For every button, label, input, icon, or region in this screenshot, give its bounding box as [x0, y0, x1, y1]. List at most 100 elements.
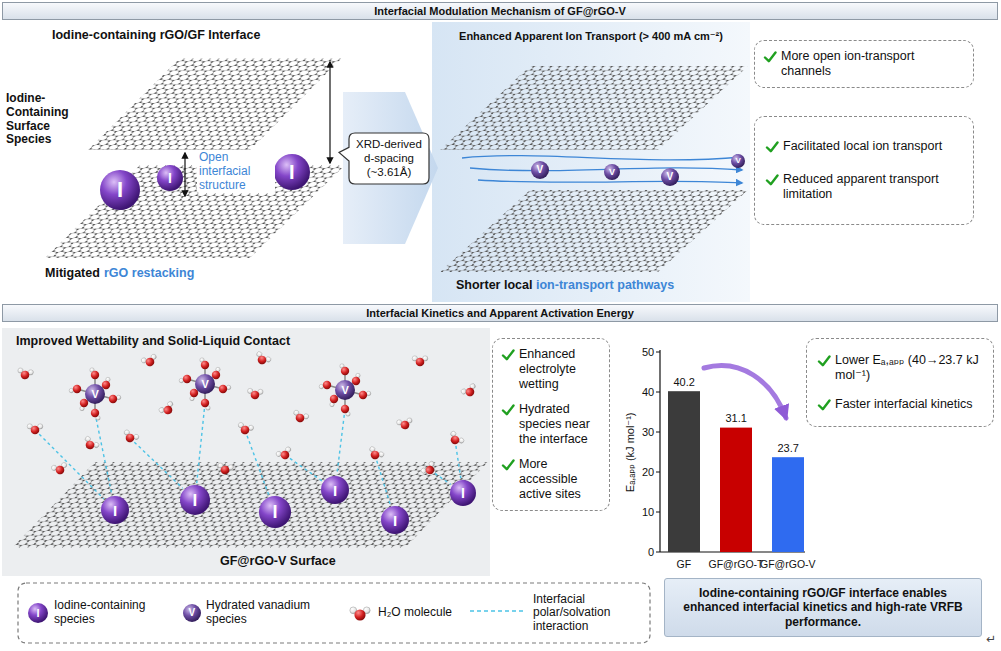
- oxygen-atom: [219, 385, 227, 393]
- vanadium-sphere: [661, 168, 679, 186]
- atom-letter: V: [92, 389, 99, 400]
- interaction-line: [95, 413, 112, 494]
- iodine-sphere: [100, 170, 140, 210]
- panel-caption: Shorter local: [456, 278, 532, 293]
- water-molecule: [366, 446, 385, 463]
- interaction-line: [130, 438, 183, 488]
- legend-text: Iodine-containing species: [54, 599, 166, 627]
- oxygen-atom: [84, 439, 96, 451]
- oxygen-atom: [162, 404, 174, 416]
- callout-box: XRD-derived d-spacing (~3.61Å): [349, 133, 429, 184]
- atom-letter: V: [189, 608, 196, 618]
- note-box: Facilitated local ion transportReduced a…: [754, 116, 974, 225]
- iodine-sphere: [259, 496, 291, 528]
- graphene-sheet: [440, 66, 748, 150]
- oxygen-atom: [341, 405, 349, 413]
- axis-tick: 20: [642, 466, 654, 479]
- section-band: Interfacial Kinetics and Apparent Activa…: [2, 304, 998, 322]
- graphene-sheet: [440, 190, 748, 272]
- water-molecule: [412, 356, 428, 367]
- node-text: More open ion-transport channels: [763, 49, 965, 79]
- bar: [668, 391, 700, 552]
- bar-value: 23.7: [778, 442, 799, 455]
- axis-tick-mark: [656, 552, 660, 553]
- category-label: GF@rGO-V: [760, 558, 816, 570]
- node-text: Interfacial Kinetics and Apparent Activa…: [3, 305, 997, 321]
- interaction-line: [470, 610, 525, 612]
- water-molecule: [81, 435, 100, 453]
- trend-arrow: [704, 366, 786, 418]
- oxygen-atom: [341, 367, 349, 375]
- water-molecule: [446, 430, 465, 448]
- water-molecule: [236, 422, 254, 436]
- oxygen-atom: [359, 391, 367, 399]
- water-molecule: [460, 383, 479, 400]
- return-mark: ↵: [986, 633, 996, 647]
- node-text: Iodine-containing rGO/GF interface enabl…: [675, 586, 971, 629]
- interaction-line: [245, 430, 269, 495]
- oxygen-atom: [73, 385, 81, 393]
- oxygen-atom: [354, 609, 365, 620]
- oxygen-atom: [201, 361, 209, 369]
- iodine-sphere: [180, 485, 210, 515]
- category-label: GF@rGO-T: [709, 558, 764, 570]
- spacing-arrow: [184, 153, 185, 196]
- atom-letter: I: [37, 608, 40, 619]
- oxygen-atom: [201, 399, 209, 407]
- water-molecule: [121, 429, 140, 445]
- oxygen-atom: [352, 377, 360, 385]
- panel-caption: ion-transport pathways: [536, 278, 674, 293]
- callout-shape: [339, 133, 429, 184]
- oxygen-atom: [323, 381, 331, 389]
- water-molecule: [291, 410, 309, 425]
- ion-flow-line: [462, 156, 742, 160]
- node-text: Enhanced electrolyte wetting: [501, 347, 601, 392]
- atom-letter: I: [393, 513, 397, 528]
- interaction-line: [35, 430, 104, 499]
- vanadium-sphere: [731, 154, 745, 168]
- oxygen-atom: [294, 412, 305, 423]
- oxygen-atom: [20, 370, 30, 380]
- iodine-sphere: [157, 165, 183, 191]
- node-text: XRD-derived d-spacing (~3.61Å): [353, 138, 425, 179]
- panel-heading: Iodine-containing rGO/GF Interface: [52, 28, 260, 42]
- axis-tick-mark: [656, 352, 660, 353]
- oxygen-atom: [102, 381, 110, 389]
- bar: [720, 428, 752, 552]
- water-molecule: [217, 463, 234, 476]
- atom-letter: V: [202, 379, 209, 390]
- oxygen-atom: [220, 465, 230, 475]
- vanadium-sphere: [195, 374, 215, 394]
- node-text: Facilitated local ion transport: [765, 139, 963, 154]
- water-molecule: [420, 460, 439, 478]
- atom-letter: V: [342, 385, 349, 396]
- iodine-sphere: [381, 506, 409, 534]
- vanadium-sphere: [531, 161, 549, 179]
- axis-tick-mark: [656, 472, 660, 473]
- oxygen-atom: [91, 371, 99, 379]
- oxygen-atom: [190, 389, 198, 397]
- node-text: Hydrated species near the interface: [501, 402, 601, 447]
- hydrated-vanadium: [69, 368, 121, 420]
- water-molecule: [350, 607, 370, 621]
- iodine-sphere: [28, 603, 48, 623]
- oxygen-atom: [424, 464, 436, 476]
- atom-letter: V: [537, 165, 544, 175]
- oxygen-atom: [330, 395, 338, 403]
- hydrated-vanadium: [319, 364, 371, 416]
- atom-letter: I: [273, 503, 278, 521]
- oxygen-atom: [240, 425, 251, 436]
- iodine-sphere: [274, 154, 310, 190]
- atom-letter: I: [333, 483, 337, 498]
- note-box: More open ion-transport channels: [754, 40, 974, 88]
- axis-tick: 40: [642, 386, 654, 399]
- atom-letter: I: [168, 171, 172, 185]
- axis-title: Eₐ,ₐₚₚ (kJ mol⁻¹): [624, 412, 637, 492]
- interaction-line: [285, 455, 322, 481]
- oxygen-atom: [250, 390, 259, 399]
- legend-text: Interfacial polar/solvation interaction: [533, 593, 645, 634]
- note-box: Enhanced electrolyte wettingHydrated spe…: [492, 338, 610, 511]
- restacking-label: Mitigated: [45, 266, 100, 280]
- y-axis: [659, 350, 660, 552]
